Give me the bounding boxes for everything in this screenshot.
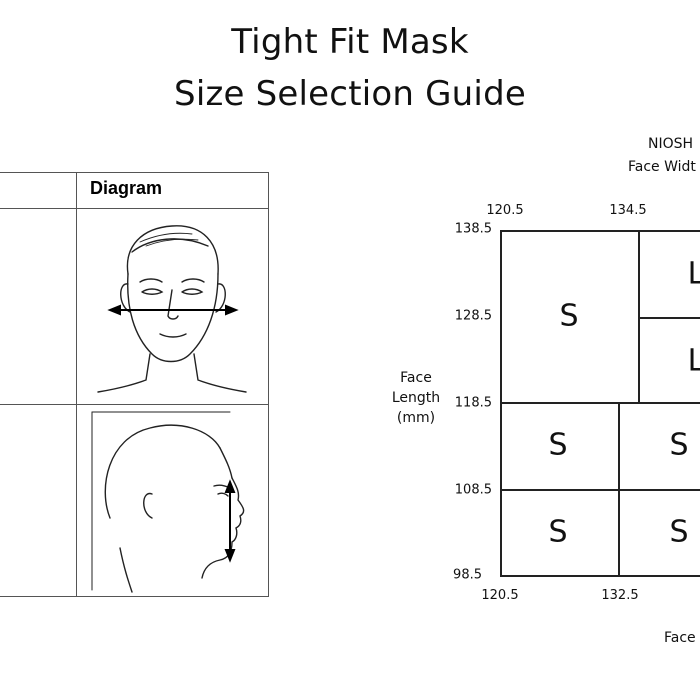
y-axis-label: Face Length (mm): [386, 368, 446, 428]
cell-size-upper-left: S: [559, 298, 579, 334]
bottom-tick-2: 132.5: [601, 588, 639, 603]
top-tick-1: 120.5: [486, 203, 524, 218]
bottom-tick-1: 120.5: [481, 588, 519, 603]
cell-size-mid-left: S: [548, 427, 568, 463]
face-length-illustration: [91, 411, 245, 593]
table-border-top: [0, 172, 268, 173]
cell-size-upper-right-top: L: [687, 256, 700, 292]
face-width-illustration: [97, 225, 247, 393]
left-tick-5: 98.5: [453, 567, 482, 583]
x-axis-label: Face: [664, 630, 696, 646]
left-tick-2: 128.5: [454, 308, 492, 324]
cell-size-upper-right-bottom: L: [687, 343, 700, 379]
table-header-diagram: Diagram: [90, 178, 163, 198]
y-label-line-3: (mm): [396, 410, 436, 426]
grid-line-h-mid: [500, 402, 700, 404]
cell-size-low-right: S: [669, 514, 689, 550]
table-border-middle: [0, 404, 268, 405]
grid-header-line-1: NIOSH: [648, 136, 694, 152]
grid-line-top: [500, 230, 700, 232]
page-title-line-2: Size Selection Guide: [174, 74, 526, 114]
table-border-right: [268, 172, 269, 597]
grid-line-v-upper: [638, 230, 640, 403]
cell-size-mid-right: S: [669, 427, 689, 463]
grid-line-h-right: [638, 317, 700, 319]
y-label-line-1: Face: [400, 370, 432, 386]
table-border-header: [0, 208, 268, 209]
grid-header-line-2: Face Widt: [628, 159, 696, 175]
left-tick-1: 138.5: [454, 221, 492, 237]
page-title-line-1: Tight Fit Mask: [231, 22, 469, 62]
cell-size-low-left: S: [548, 514, 568, 550]
left-tick-4: 108.5: [454, 482, 492, 498]
y-label-line-2: Length: [391, 390, 441, 406]
table-border-col: [76, 172, 77, 597]
left-tick-3: 118.5: [454, 395, 492, 411]
grid-line-h-lower: [500, 489, 700, 491]
table-border-bottom: [0, 596, 268, 597]
top-tick-2: 134.5: [609, 203, 647, 218]
grid-line-bottom: [500, 575, 700, 577]
